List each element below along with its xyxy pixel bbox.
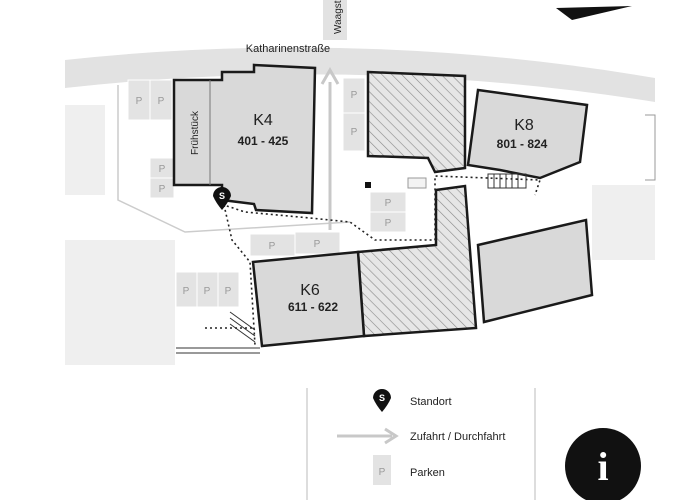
parking-label: P xyxy=(314,239,321,250)
building-k6 xyxy=(251,250,366,348)
parking-label: P xyxy=(225,286,232,297)
footpath-route xyxy=(223,175,542,241)
parking-spot xyxy=(217,271,240,308)
hatched-building-top xyxy=(366,70,467,174)
parking-label: P xyxy=(159,164,166,175)
legend-access-label: Zufahrt / Durchfahrt xyxy=(410,431,505,443)
waagst-road xyxy=(323,0,347,40)
info-button[interactable]: i xyxy=(565,428,641,500)
parking-labels: P P P P P P P P P P P P P xyxy=(136,90,392,297)
location-pin-symbol: S xyxy=(219,191,225,201)
context-building-left-top xyxy=(65,105,105,195)
parking-label: P xyxy=(204,286,211,297)
legend-parking-icon: P xyxy=(373,455,391,485)
street-label-main: Katharinenstraße xyxy=(246,43,330,55)
building-k8 xyxy=(466,88,589,180)
entrance-marker xyxy=(365,182,371,188)
parking-spot xyxy=(149,177,175,199)
legend-access-arrow-icon xyxy=(337,427,399,445)
building-k4-name: K4 xyxy=(253,112,273,129)
parking-label: P xyxy=(351,90,358,101)
breakfast-label: Frühstück xyxy=(190,110,201,155)
entrance-marker xyxy=(407,177,427,189)
katharinenstrasse-road xyxy=(65,47,655,102)
building-k8-name: K8 xyxy=(514,117,534,134)
parking-group-center xyxy=(249,77,407,257)
info-icon: i xyxy=(597,444,608,489)
parking-label: P xyxy=(269,241,276,252)
k6-hatch-divider xyxy=(357,251,365,337)
parking-label: P xyxy=(159,184,166,195)
access-arrow xyxy=(320,66,340,230)
parking-spot xyxy=(342,112,366,152)
north-arrow-icon xyxy=(556,6,632,20)
svg-text:P: P xyxy=(379,467,386,478)
street-label-side: Waagst xyxy=(333,0,344,34)
building-k6-name: K6 xyxy=(300,282,320,299)
parking-label: P xyxy=(351,127,358,138)
parking-group-top-left xyxy=(127,79,175,199)
legend-parking-label: Parken xyxy=(410,467,445,479)
legend: S Standort Zufahrt / Durchfahrt P Parken xyxy=(306,388,536,500)
legend-location-label: Standort xyxy=(410,396,452,408)
legend-location-icon: S xyxy=(373,389,391,412)
parking-label: P xyxy=(136,96,143,107)
building-east xyxy=(476,218,594,324)
parking-label: P xyxy=(385,218,392,229)
building-k4 xyxy=(172,63,317,215)
context-building-right xyxy=(592,185,655,260)
stairs-icon xyxy=(176,311,260,354)
site-boundary xyxy=(117,85,351,233)
parking-spot xyxy=(149,79,173,121)
building-k8-range: 801 - 824 xyxy=(497,137,548,151)
parking-group-bottom-left xyxy=(175,271,240,308)
footpath-route xyxy=(223,204,256,346)
building-k4-range: 401 - 425 xyxy=(238,134,289,148)
parking-label: P xyxy=(385,198,392,209)
parking-label: P xyxy=(183,286,190,297)
parking-label: P xyxy=(158,96,165,107)
stairs-icon xyxy=(487,173,527,189)
building-k6-range: 611 - 622 xyxy=(288,300,338,314)
context-outline-right xyxy=(645,114,656,181)
context-building-left-bottom xyxy=(65,240,175,365)
svg-text:S: S xyxy=(379,393,385,403)
parking-spot xyxy=(294,231,341,255)
location-pin-icon: S xyxy=(213,187,231,210)
parking-spot xyxy=(369,211,407,233)
